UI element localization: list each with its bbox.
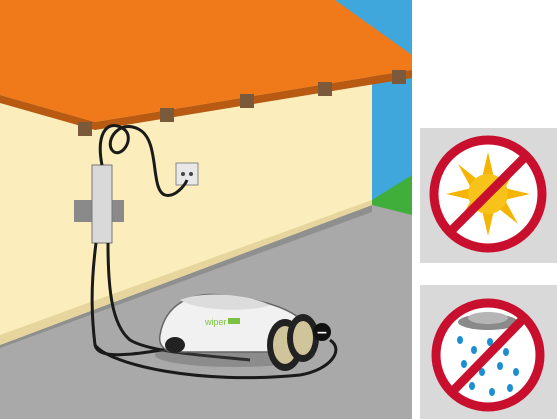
rafter	[240, 94, 254, 108]
installation-scene: wiper −	[0, 0, 412, 419]
power-supply-unit	[92, 165, 112, 243]
socket-hole	[181, 172, 185, 176]
rafter	[392, 70, 406, 84]
socket-hole	[189, 172, 193, 176]
rafter	[318, 82, 332, 96]
no-rain-icon	[420, 285, 557, 419]
warning-icons	[420, 0, 557, 419]
no-sun-icon	[420, 128, 557, 263]
negative-terminal-symbol: −	[316, 325, 328, 341]
mower-brand-logo: wiper	[204, 317, 227, 327]
rafter	[160, 108, 174, 122]
rafter	[78, 122, 92, 136]
